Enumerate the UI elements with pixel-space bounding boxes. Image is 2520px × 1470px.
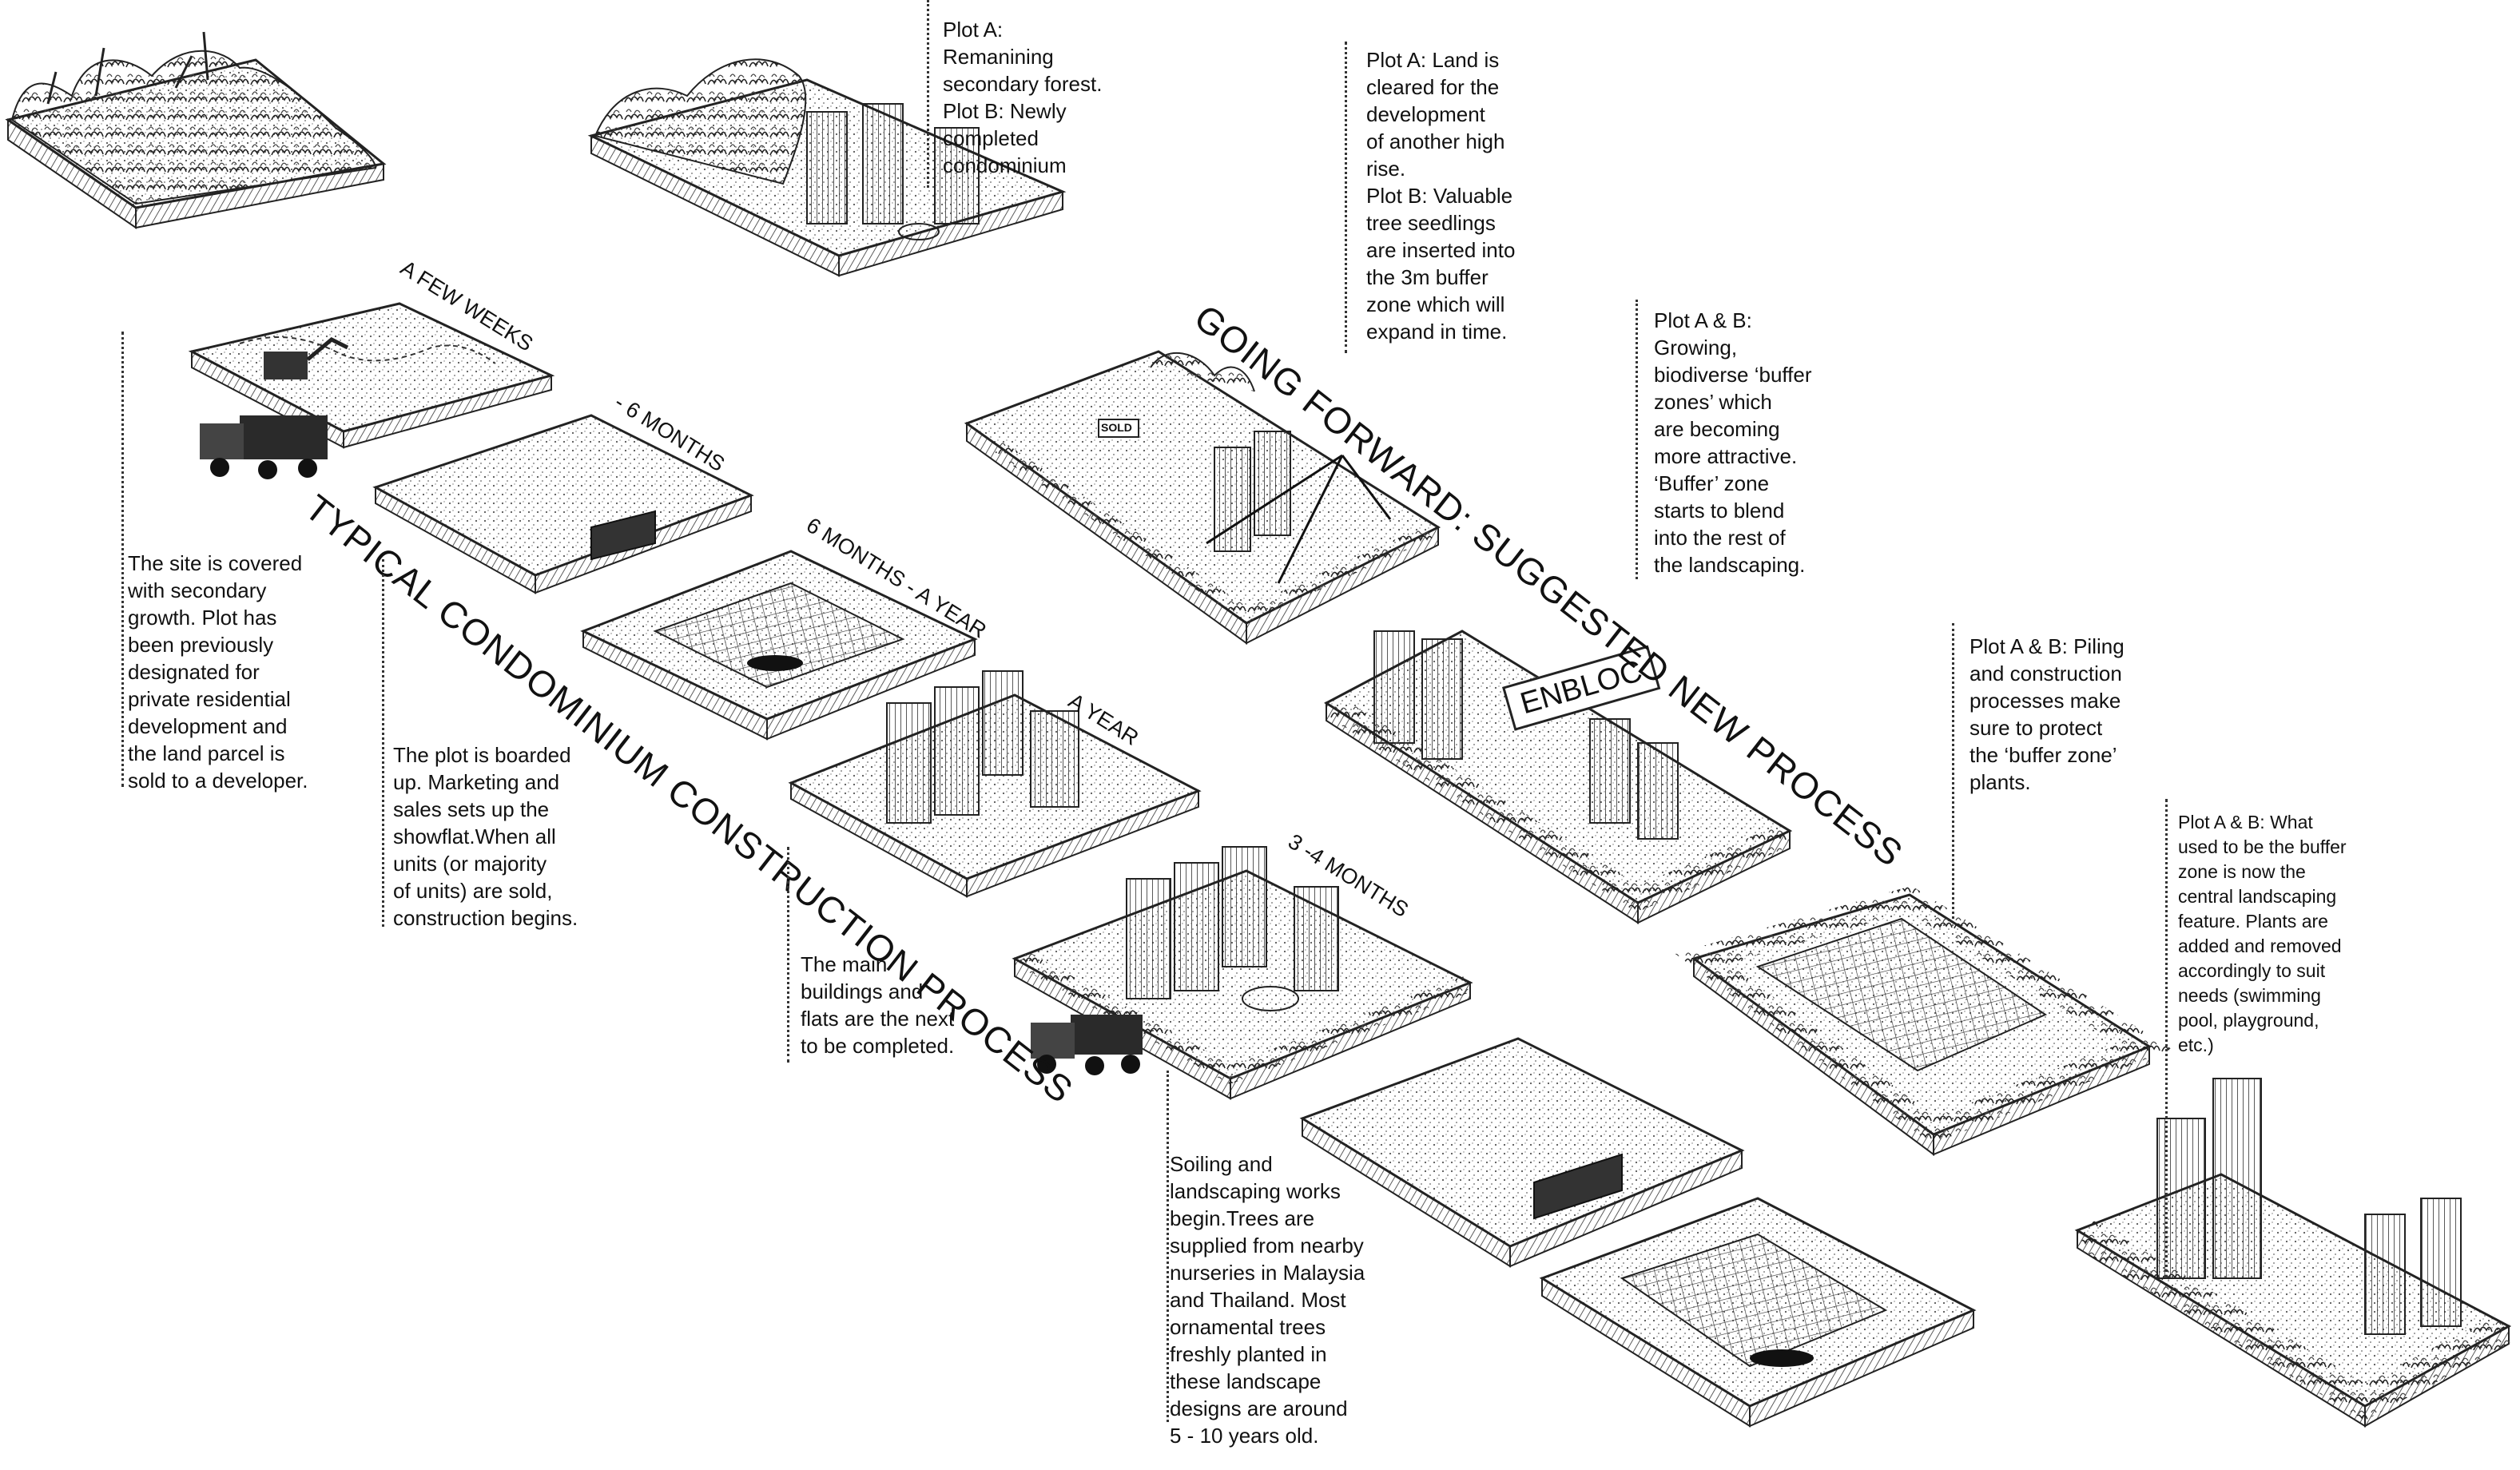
plot-cleared-plate [964, 350, 1441, 645]
buildings-site-plate [788, 670, 1202, 898]
leader-line [1636, 300, 1638, 579]
piling-site-plate [580, 550, 978, 741]
leader-line [2165, 799, 2168, 1278]
boarded-site-plate-repeat [1299, 1037, 1745, 1268]
plot-forest-plate [587, 58, 1067, 277]
plot-piling-plate [1675, 885, 2172, 1156]
sold-sign: SOLD [1101, 421, 1132, 434]
leader-line [121, 332, 124, 787]
cleared-site-plate [188, 302, 555, 449]
excavator-icon [264, 337, 349, 379]
leader-line [1952, 623, 1954, 919]
dump-truck-icon [200, 415, 328, 479]
plot-central-plate [2074, 1078, 2513, 1428]
leader-line [1345, 42, 1347, 353]
leader-line [382, 559, 384, 927]
leader-line [927, 0, 929, 188]
plot-enbloc-plate [1324, 630, 1793, 924]
landscaped-site-plate [1012, 846, 1473, 1100]
boarded-site-plate [372, 414, 754, 594]
leader-line [1167, 1071, 1169, 1422]
water-truck-icon [1031, 1015, 1143, 1075]
piling-site-plate-repeat [1539, 1197, 1977, 1428]
leader-line [787, 847, 789, 1063]
forest-site-plate [5, 31, 387, 229]
